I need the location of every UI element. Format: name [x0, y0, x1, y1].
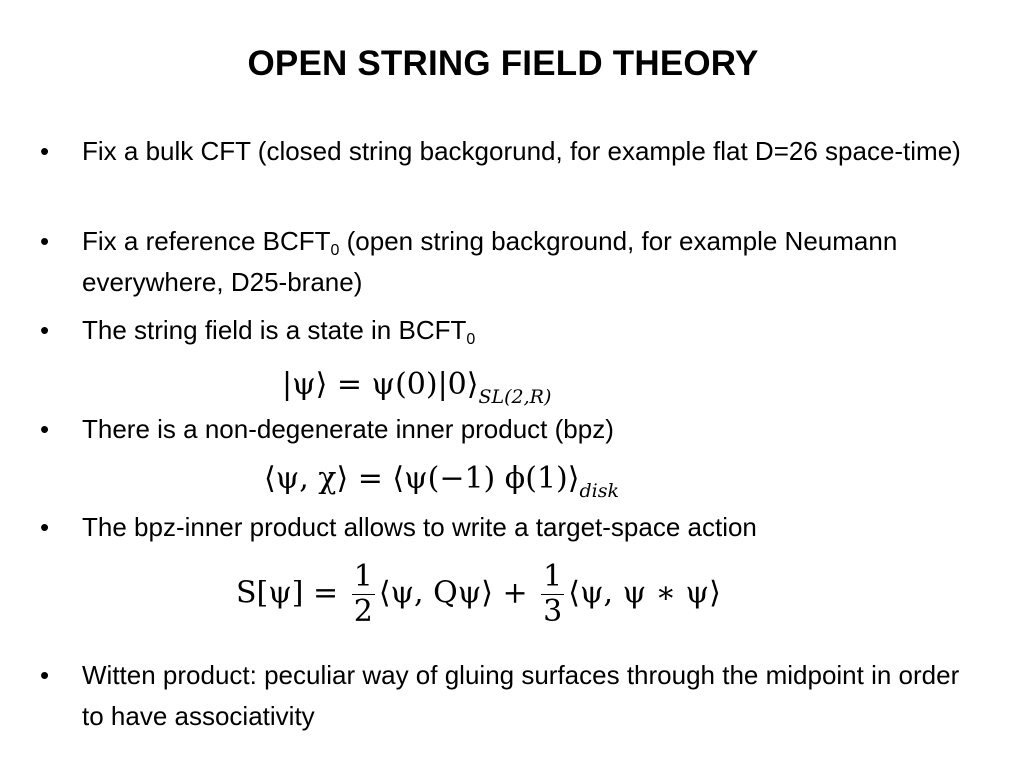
fraction-numerator: 1 [351, 559, 375, 595]
bullet-text: Fix a bulk CFT (closed string backgorund… [82, 136, 961, 166]
equation-subscript: SL(2,R) [478, 386, 552, 408]
equation-state: |ψ⟩ = ψ(0)|0⟩SL(2,R) [282, 365, 551, 417]
bullet-text: Fix a reference BCFT0 (open string backg… [82, 221, 962, 303]
equation-inner-product: ⟨ψ, χ⟩ = ⟨ψ(−1) ϕ(1)⟩disk [264, 459, 619, 511]
bullet-text-post: (open string background, for example Neu… [82, 226, 898, 297]
bullet-dot: • [40, 512, 50, 542]
equation-main: |ψ⟩ = ψ(0)|0⟩ [282, 367, 479, 402]
bullet-text-pre: The string field is a state in BCFT [82, 315, 467, 345]
slide-title: OPEN STRING FIELD THEORY [247, 44, 759, 83]
bullet-dot: • [40, 226, 50, 256]
equation-main: ⟨ψ, χ⟩ = ⟨ψ(−1) ϕ(1)⟩ [264, 461, 580, 496]
action-lhs: S[ψ] = [236, 575, 339, 611]
bullet-text: The bpz-inner product allows to write a … [82, 512, 757, 542]
bullet-dot: • [40, 136, 50, 166]
fraction-denominator: 3 [543, 594, 563, 629]
action-cubic-term: ⟨ψ, ψ ∗ ψ⟩ [568, 575, 721, 611]
bullet-dot: • [40, 315, 50, 345]
equation-subscript: disk [579, 480, 619, 502]
fraction-numerator: 1 [541, 559, 565, 595]
bullet-text: There is a non-degenerate inner product … [82, 414, 614, 444]
subscript: 0 [466, 331, 476, 348]
fraction-denominator: 2 [353, 594, 373, 629]
bullet-text: Witten product: peculiar way of gluing s… [82, 660, 960, 731]
bullet-text-pre: Fix a reference BCFT [82, 226, 331, 256]
action-kinetic-term: ⟨ψ, Qψ⟩ + [378, 575, 528, 611]
subscript: 0 [330, 242, 340, 259]
bullet-dot: • [40, 660, 50, 690]
bullet-text: The string field is a state in BCFT0 [82, 310, 962, 351]
bullet-dot: • [40, 414, 50, 444]
